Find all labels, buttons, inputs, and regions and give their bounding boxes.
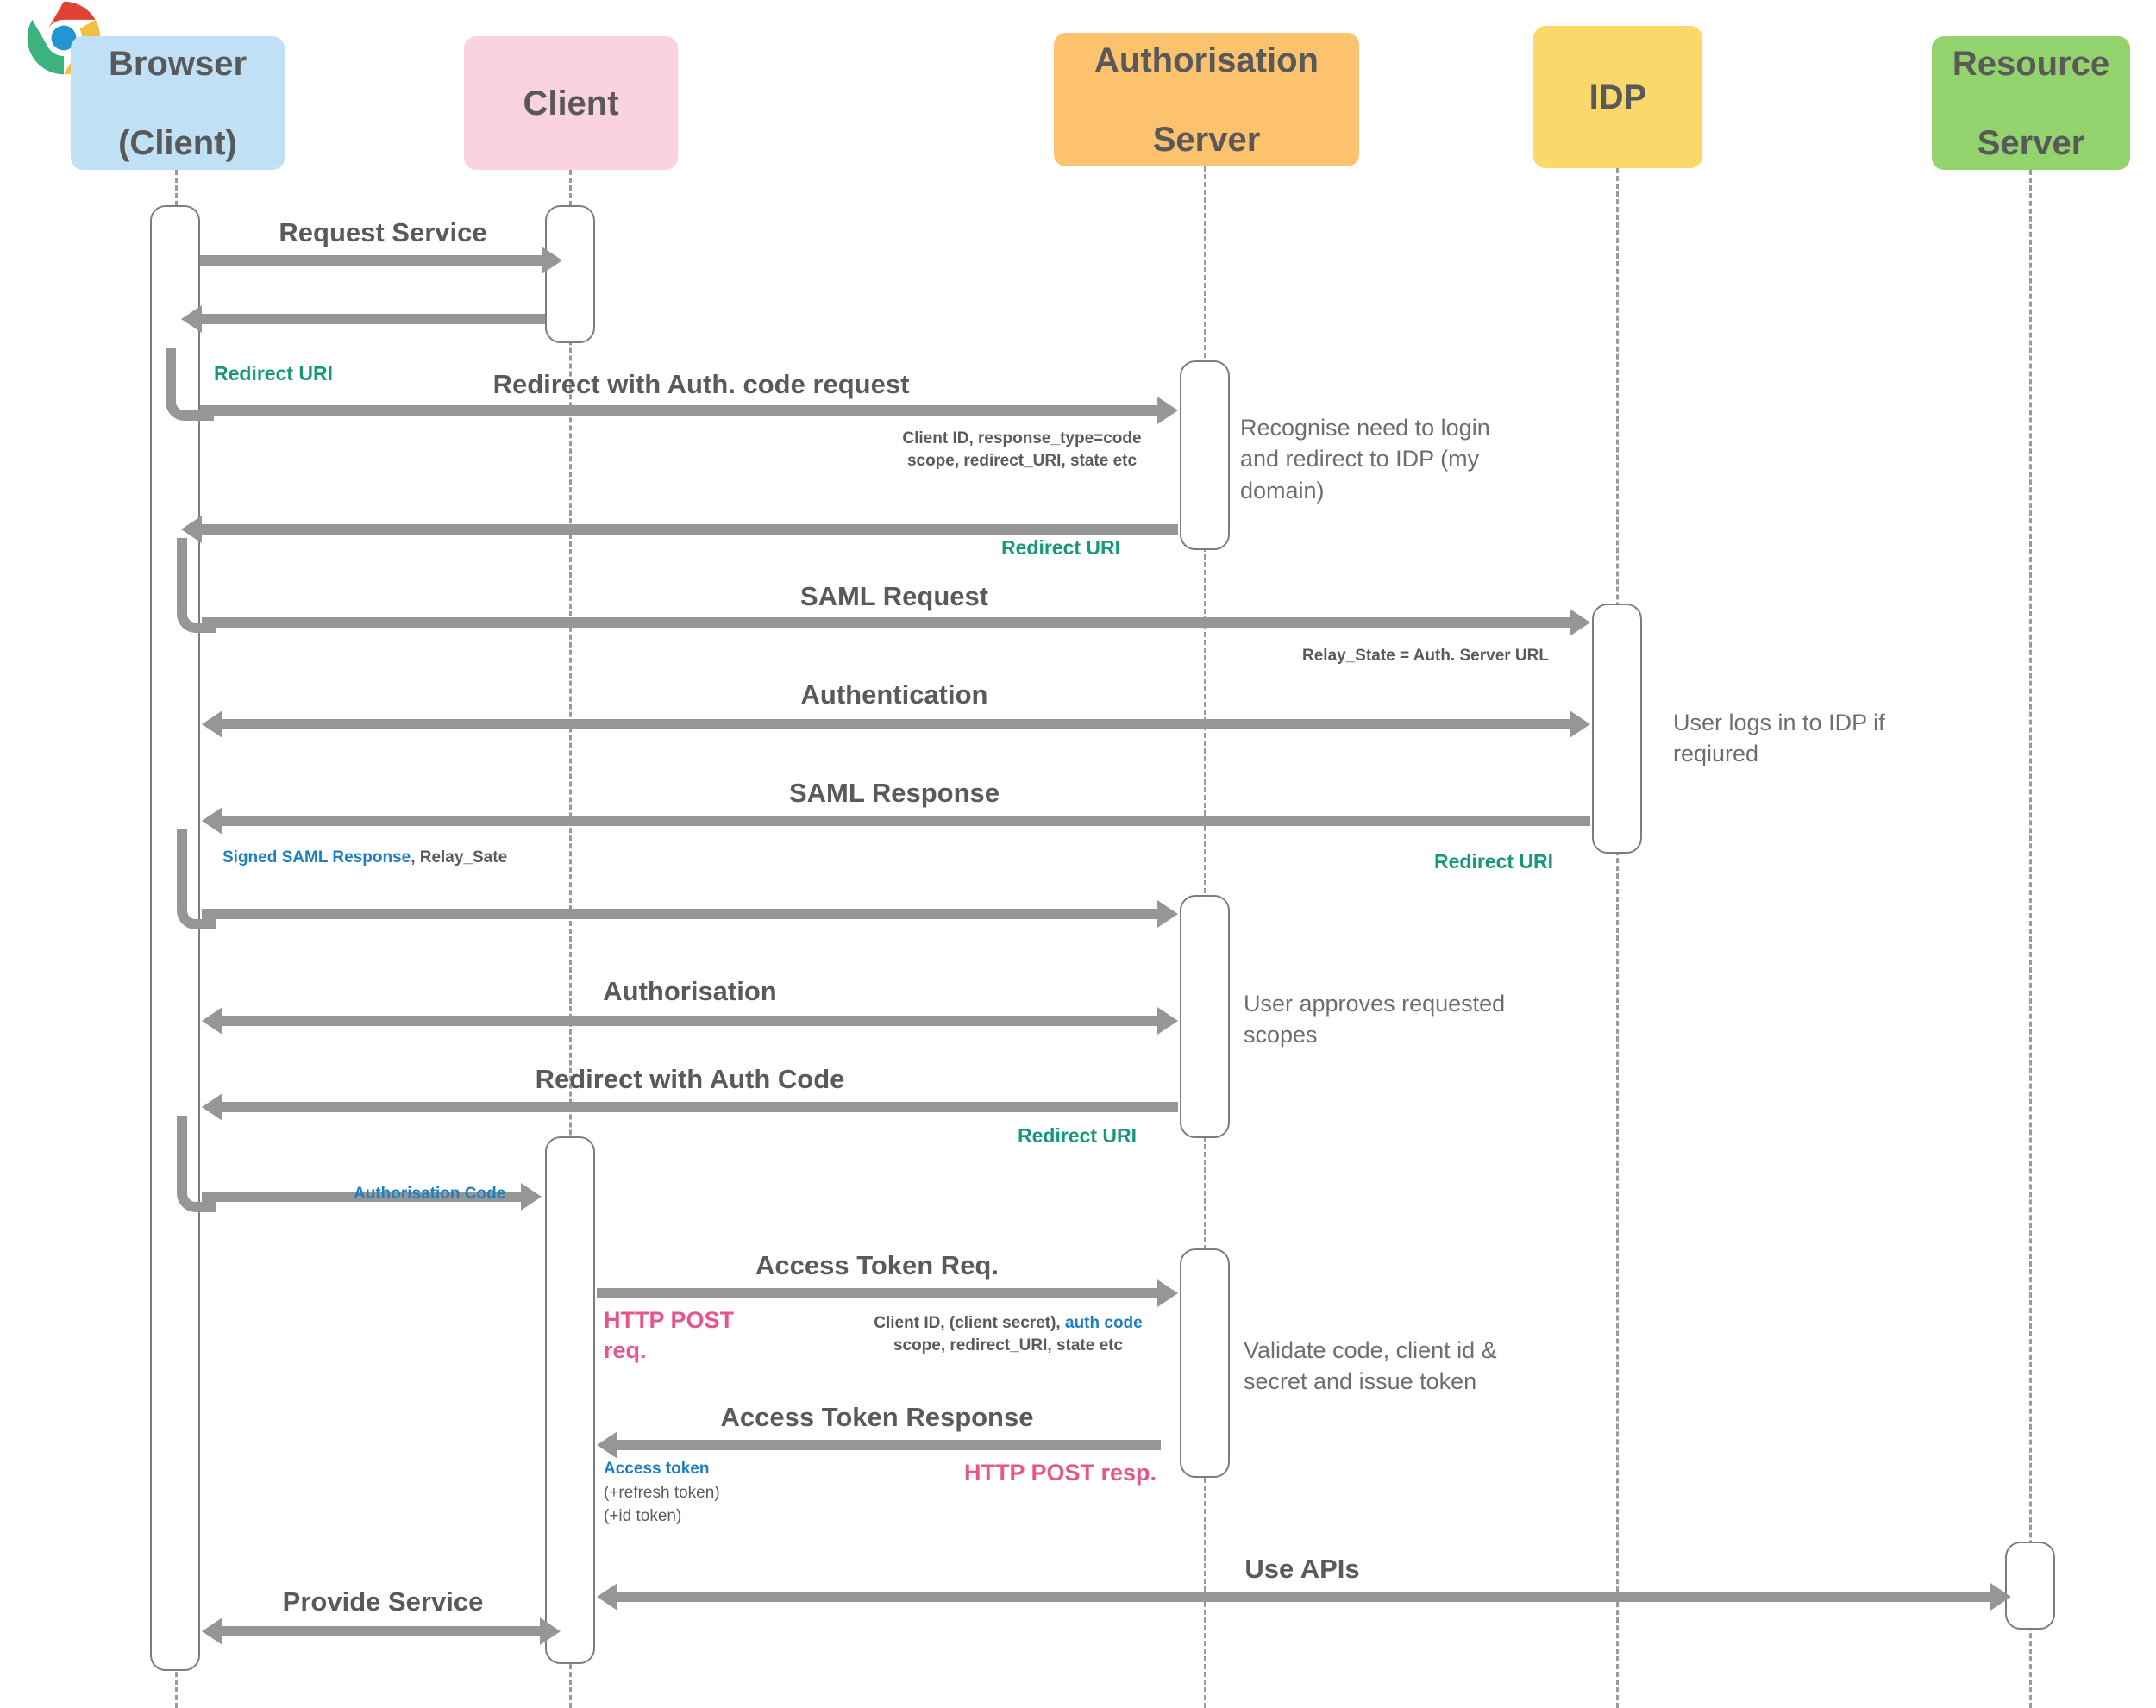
message-arrow-saml-request: [202, 609, 1590, 636]
annotation-signed-saml-grey: , Relay_Sate: [411, 848, 508, 867]
message-arrow-authorisation: [202, 1007, 1178, 1035]
annotation-relay-state: Relay_State = Auth. Server URL: [1302, 647, 1549, 665]
message-arrow-authentication: [202, 710, 1590, 738]
note-recognise-login-redirect: Recognise need to login and redirect to …: [1240, 412, 1585, 506]
lifeline-resource-server: [2029, 170, 2032, 1708]
activation-client-1: [545, 205, 595, 343]
message-arrow-request-service: [200, 247, 562, 274]
annotation-redirect-uri-1: Redirect URI: [214, 362, 334, 385]
message-arrow-redirect-with-auth-code: [202, 1093, 1178, 1121]
note-2-line-2: reqiured: [1673, 741, 1759, 767]
annotation-redirect-uri-4: Redirect URI: [1018, 1124, 1138, 1147]
activation-authsrv-1: [1180, 360, 1230, 550]
annotation-token-request-params: Client ID, (client secret), auth code sc…: [849, 1312, 1168, 1356]
annotation-access-token-line2: (+refresh token): [604, 1483, 720, 1502]
message-label-provide-service: Provide Service: [282, 1586, 484, 1617]
participant-idp[interactable]: IDP: [1533, 26, 1702, 168]
activation-client-2: [545, 1136, 595, 1664]
participant-authorisation-server-label-2: Server: [1152, 120, 1261, 159]
annotation-authorisation-code: Authorisation Code: [354, 1185, 506, 1203]
annotation-access-token-details: Access token (+refresh token) (+id token…: [604, 1457, 720, 1529]
annotation-http-post-resp: HTTP POST resp.: [964, 1460, 1157, 1486]
participant-authorisation-server[interactable]: Authorisation Server: [1054, 33, 1359, 166]
note-3-line-1: User approves requested: [1244, 991, 1506, 1017]
activation-resource-server: [2005, 1542, 2055, 1630]
participant-idp-label: IDP: [1589, 78, 1647, 116]
annotation-token-params-prefix: Client ID, (client secret),: [874, 1314, 1061, 1332]
annotation-token-params-blue: auth code: [1065, 1314, 1143, 1332]
annotation-signed-saml-blue: Signed SAML Response: [222, 848, 411, 867]
message-label-redirect-auth-code-request: Redirect with Auth. code request: [492, 369, 910, 399]
participant-browser-label-2: (Client): [118, 123, 237, 162]
participant-resource-server[interactable]: Resource Server: [1932, 36, 2130, 170]
message-label-authorisation: Authorisation: [603, 976, 777, 1006]
message-arrow-use-apis: [597, 1583, 2011, 1611]
message-arrow-auth-code-to-client: [202, 1183, 542, 1211]
annotation-redirect-uri-2: Redirect URI: [1001, 536, 1121, 559]
activation-authsrv-3: [1180, 1248, 1230, 1478]
message-arrow-client-response: [181, 305, 545, 333]
message-label-redirect-with-auth-code: Redirect with Auth Code: [535, 1064, 845, 1094]
message-arrow-access-token-response: [597, 1431, 1161, 1459]
annotation-redirect-uri-3: Redirect URI: [1434, 850, 1554, 873]
message-arrow-access-token-req: [597, 1279, 1178, 1307]
note-3-line-2: scopes: [1244, 1022, 1318, 1048]
redirect-elbow-1: [166, 348, 214, 421]
participant-browser-label-1: Browser: [108, 44, 248, 83]
note-validate-code-issue-token: Validate code, client id & secret and is…: [1244, 1335, 1606, 1398]
annotation-http-post-req-line1: HTTP POST: [604, 1307, 735, 1333]
activation-browser: [150, 205, 200, 1671]
note-1-line-3: domain): [1240, 477, 1325, 504]
participant-resource-server-label-2: Server: [1977, 123, 2085, 162]
lifeline-client: [569, 170, 572, 1708]
note-1-line-1: Recognise need to login: [1240, 415, 1490, 441]
redirect-elbow-4: [177, 1116, 216, 1212]
note-user-approves-scopes: User approves requested scopes: [1244, 988, 1589, 1051]
message-label-authentication: Authentication: [800, 679, 988, 710]
message-label-request-service: Request Service: [279, 217, 487, 247]
note-4-line-2: secret and issue token: [1244, 1368, 1477, 1395]
annotation-access-token-line3: (+id token): [604, 1507, 682, 1526]
message-label-use-apis: Use APIs: [1244, 1554, 1360, 1584]
participant-browser[interactable]: Browser (Client): [71, 36, 285, 170]
message-label-saml-response: SAML Response: [788, 778, 1000, 808]
annotation-http-post-req-line2: req.: [604, 1337, 647, 1364]
message-arrow-redirect-auth-code-request: [200, 397, 1178, 424]
participant-resource-server-label-1: Resource: [1952, 44, 2110, 83]
annotation-auth-params-line1: Client ID, response_type=code: [902, 429, 1142, 447]
note-user-logs-in-idp: User logs in to IDP if reqiured: [1673, 707, 2018, 770]
message-label-saml-request: SAML Request: [799, 581, 989, 611]
message-arrow-authsrv-redirect: [181, 516, 1178, 543]
message-arrow-provide-service: [202, 1617, 561, 1645]
redirect-elbow-3: [177, 829, 216, 929]
activation-idp: [1592, 604, 1642, 854]
annotation-http-post-req: HTTP POST req.: [604, 1305, 734, 1366]
message-label-access-token-req: Access Token Req.: [755, 1250, 999, 1280]
annotation-signed-saml-response: Signed SAML Response, Relay_Sate: [222, 847, 507, 869]
annotation-auth-request-params: Client ID, response_type=code scope, red…: [880, 428, 1164, 472]
message-label-access-token-response: Access Token Response: [720, 1402, 1034, 1432]
annotation-token-params-line2: scope, redirect_URI, state etc: [893, 1336, 1124, 1355]
lifeline-idp: [1616, 168, 1619, 1708]
message-arrow-saml-post-to-authsrv: [202, 900, 1178, 928]
note-4-line-1: Validate code, client id &: [1244, 1337, 1497, 1363]
annotation-access-token-blue: Access token: [604, 1460, 710, 1478]
participant-authorisation-server-label-1: Authorisation: [1094, 41, 1319, 79]
activation-authsrv-2: [1180, 895, 1230, 1138]
participant-client-label: Client: [523, 84, 619, 122]
message-arrow-saml-response: [202, 807, 1590, 835]
participant-client[interactable]: Client: [464, 36, 678, 170]
note-1-line-2: and redirect to IDP (my: [1240, 446, 1480, 472]
annotation-auth-params-line2: scope, redirect_URI, state etc: [906, 451, 1138, 470]
note-2-line-1: User logs in to IDP if: [1673, 710, 1885, 735]
